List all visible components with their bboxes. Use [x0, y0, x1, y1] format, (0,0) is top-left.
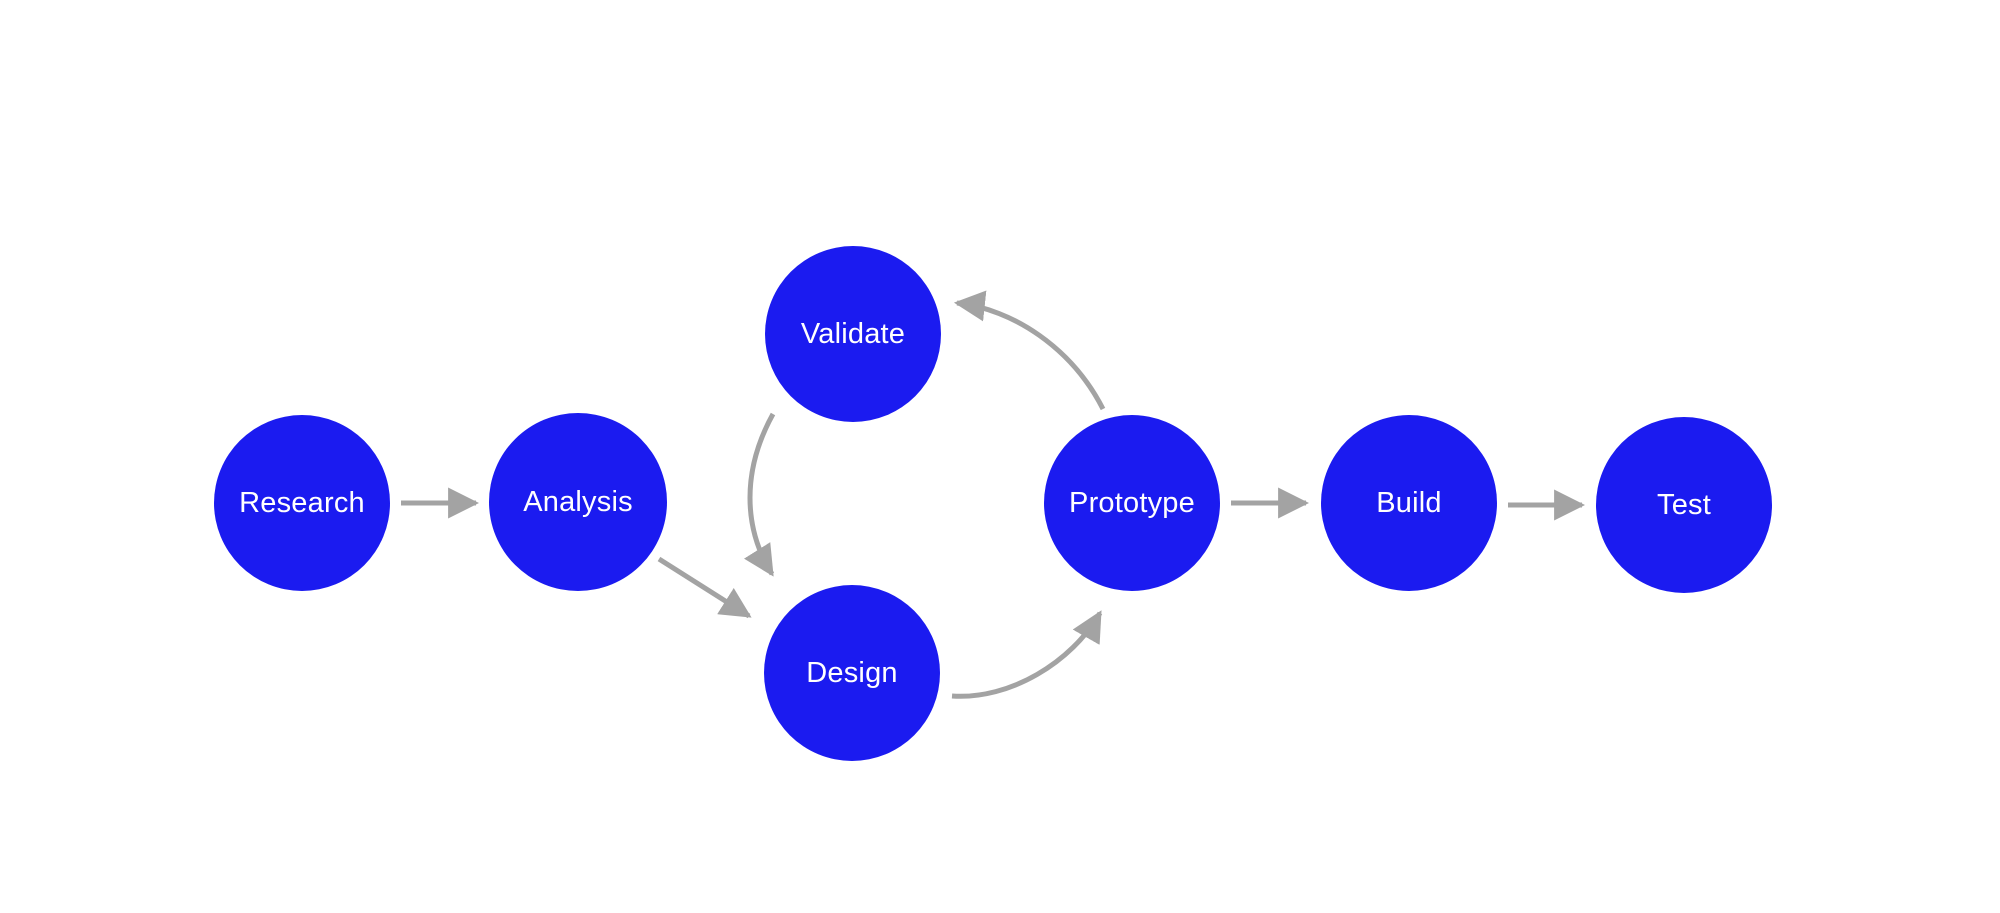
- node-design[interactable]: Design: [764, 585, 940, 761]
- node-research-label: Research: [239, 486, 365, 519]
- edge-design-prototype: [951, 610, 1103, 699]
- edge-validate-design: [744, 412, 776, 577]
- node-research[interactable]: Research: [214, 415, 390, 591]
- edge-prototype-validate: [953, 290, 1106, 411]
- node-design-label: Design: [806, 656, 898, 689]
- node-build[interactable]: Build: [1321, 415, 1497, 591]
- node-validate-label: Validate: [800, 317, 906, 350]
- node-prototype[interactable]: Prototype: [1044, 415, 1220, 591]
- node-validate[interactable]: Validate: [765, 246, 941, 422]
- node-test-label: Test: [1657, 488, 1711, 521]
- node-build-label: Build: [1376, 486, 1442, 519]
- node-test[interactable]: Test: [1596, 417, 1772, 593]
- node-analysis[interactable]: Analysis: [489, 413, 667, 591]
- edge-analysis-design: [657, 556, 752, 619]
- node-prototype-label: Prototype: [1069, 486, 1195, 519]
- node-analysis-label: Analysis: [523, 485, 633, 518]
